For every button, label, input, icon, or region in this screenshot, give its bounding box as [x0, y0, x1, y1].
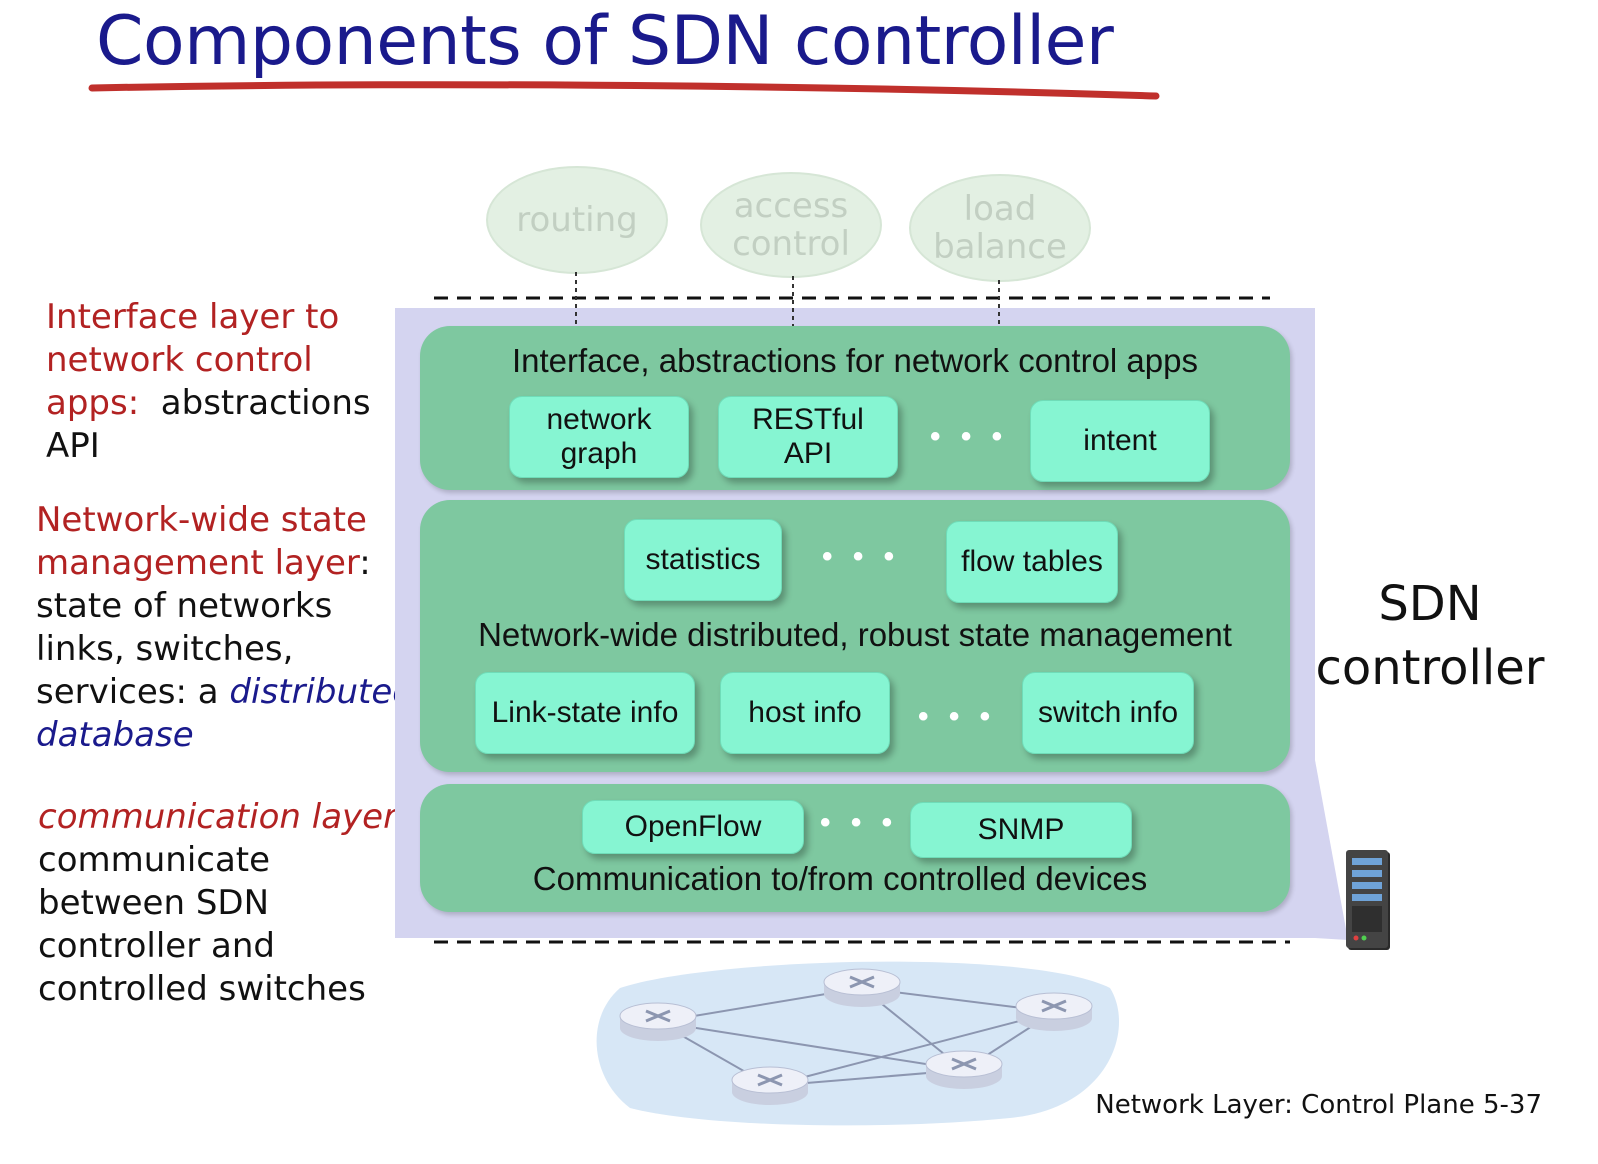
app-load-balance: load balance — [909, 174, 1091, 282]
app-access-control: access control — [700, 172, 882, 278]
slide-title: Components of SDN controller — [96, 2, 1114, 81]
component-link-state-info: Link-state info — [475, 672, 695, 754]
switch-network-diagram — [596, 961, 1120, 1126]
title-underline — [88, 81, 1160, 100]
switch-node-4 — [731, 1066, 809, 1105]
component-restful-api: RESTful API — [718, 396, 898, 478]
component-network-graph: network graph — [509, 396, 689, 478]
server-icon — [1346, 850, 1390, 950]
state-layer-label: Network-wide distributed, robust state m… — [478, 616, 1232, 653]
comm-layer-note: communication layer: communicate between… — [38, 797, 409, 1009]
component-openflow: OpenFlow — [582, 800, 804, 854]
switch-node-3 — [1015, 992, 1093, 1031]
component-host-info: host info — [720, 672, 890, 754]
switch-node-1 — [619, 1002, 697, 1041]
communication-layer — [420, 784, 1290, 912]
interface-layer-note: Interface layer to network control apps:… — [46, 297, 371, 466]
comm-ellipsis: • • • — [820, 806, 899, 839]
sdn-controller-label: SDN controller — [1315, 576, 1545, 696]
state-top-ellipsis: • • • — [822, 540, 901, 573]
comm-layer-label: Communication to/from controlled devices — [532, 860, 1148, 897]
component-flow-tables: flow tables — [946, 521, 1118, 603]
switch-node-5 — [925, 1050, 1003, 1089]
interface-layer-label: Interface, abstractions for network cont… — [511, 342, 1198, 379]
controller-callout-wedge — [1315, 760, 1348, 940]
state-layer-note: Network-wide state management layer: sta… — [36, 500, 414, 755]
interface-ellipsis: • • • — [930, 420, 1009, 453]
switch-node-2 — [823, 968, 901, 1007]
state-bottom-ellipsis: • • • — [918, 700, 997, 733]
component-snmp: SNMP — [910, 802, 1132, 858]
component-statistics: statistics — [624, 519, 782, 601]
app-routing: routing — [486, 166, 668, 274]
component-switch-info: switch info — [1022, 672, 1194, 754]
slide-footer: Network Layer: Control Plane 5-37 — [1095, 1090, 1542, 1120]
component-intent: intent — [1030, 400, 1210, 482]
